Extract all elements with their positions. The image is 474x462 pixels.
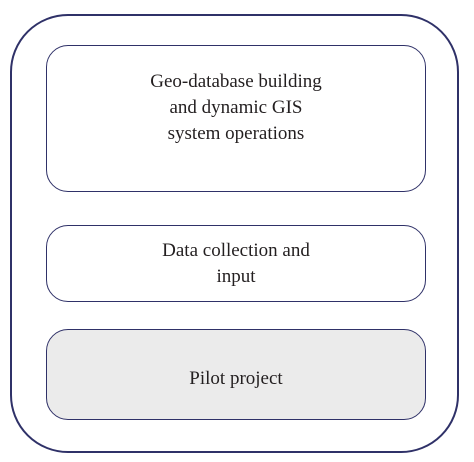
geo-database-line-1: Geo-database building <box>150 70 322 92</box>
pilot-project-block-text: Pilot project <box>189 366 282 392</box>
outer-container-frame <box>10 14 459 453</box>
data-collection-line-1: Data collection and <box>162 239 310 261</box>
geo-database-line-3: system operations <box>167 122 305 144</box>
geo-database-block: Geo-database building and dynamic GIS sy… <box>46 45 426 192</box>
pilot-project-line-1: Pilot project <box>189 367 283 389</box>
geo-database-line-2: and dynamic GIS <box>169 96 303 118</box>
data-collection-block: Data collection and input <box>46 225 426 302</box>
geo-database-block-text: Geo-database building and dynamic GIS sy… <box>150 69 321 147</box>
pilot-project-block: Pilot project <box>46 329 426 420</box>
data-collection-line-2: input <box>216 265 256 287</box>
data-collection-block-text: Data collection and input <box>162 238 310 290</box>
